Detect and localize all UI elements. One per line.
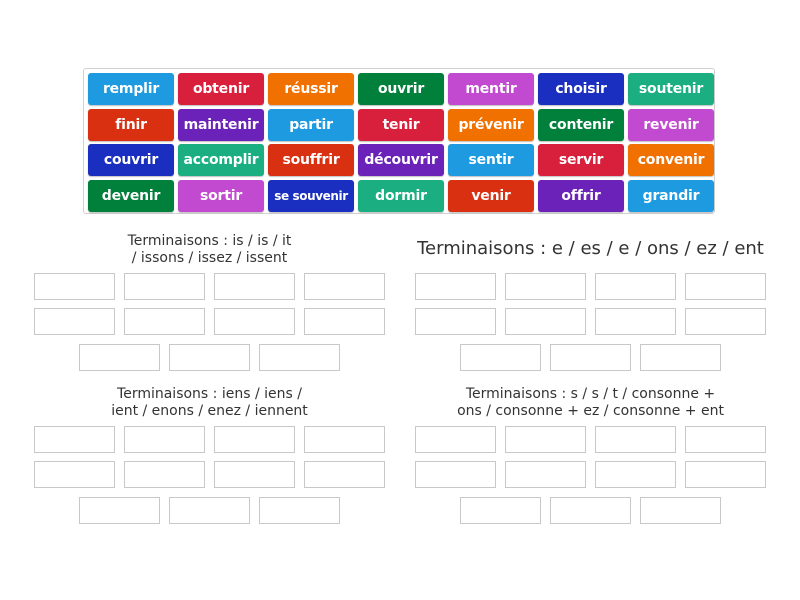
drop-slot[interactable] bbox=[34, 426, 115, 453]
drop-slot[interactable] bbox=[304, 426, 385, 453]
drop-slot[interactable] bbox=[124, 426, 205, 453]
drop-slot[interactable] bbox=[505, 426, 586, 453]
drop-slot[interactable] bbox=[214, 461, 295, 488]
drop-slot[interactable] bbox=[169, 344, 250, 371]
drop-slot[interactable] bbox=[259, 344, 340, 371]
word-tile[interactable]: dormir bbox=[358, 179, 444, 212]
word-tile[interactable]: souffrir bbox=[268, 144, 354, 176]
word-tile[interactable]: grandir bbox=[628, 179, 714, 212]
group-title: Terminaisons : is / is / it bbox=[127, 233, 292, 249]
word-tile[interactable]: partir bbox=[268, 108, 354, 141]
drop-slot[interactable] bbox=[550, 497, 631, 524]
group-title: Terminaisons : s / s / t / consonne + bbox=[465, 386, 716, 402]
drop-slot[interactable] bbox=[595, 273, 676, 300]
drop-slot[interactable] bbox=[550, 344, 631, 371]
drop-slot[interactable] bbox=[124, 273, 205, 300]
group-title: Terminaisons : e / es / e / ons / ez / e… bbox=[417, 238, 764, 259]
drop-slot[interactable] bbox=[124, 308, 205, 335]
drop-slot[interactable] bbox=[34, 273, 115, 300]
drop-slot[interactable] bbox=[34, 461, 115, 488]
drop-slot[interactable] bbox=[79, 344, 160, 371]
word-tile[interactable]: remplir bbox=[88, 73, 174, 105]
drop-slot[interactable] bbox=[685, 426, 766, 453]
word-tile[interactable]: soutenir bbox=[628, 73, 714, 105]
word-tile[interactable]: choisir bbox=[538, 73, 624, 105]
drop-slot[interactable] bbox=[304, 308, 385, 335]
drop-slot[interactable] bbox=[34, 308, 115, 335]
drop-slot[interactable] bbox=[415, 461, 496, 488]
drop-slot[interactable] bbox=[640, 344, 721, 371]
drop-slot[interactable] bbox=[460, 497, 541, 524]
word-tile[interactable]: découvrir bbox=[358, 144, 444, 176]
word-tile[interactable]: réussir bbox=[268, 73, 354, 105]
drop-slot[interactable] bbox=[259, 497, 340, 524]
drop-slot[interactable] bbox=[415, 273, 496, 300]
word-tile[interactable]: maintenir bbox=[178, 108, 264, 141]
word-tile[interactable]: offrir bbox=[538, 179, 624, 212]
word-tile[interactable]: sortir bbox=[178, 179, 264, 212]
word-tile[interactable]: venir bbox=[448, 179, 534, 212]
word-tile[interactable]: revenir bbox=[628, 108, 714, 141]
word-tile[interactable]: finir bbox=[88, 108, 174, 141]
word-tile[interactable]: obtenir bbox=[178, 73, 264, 105]
word-tile[interactable]: tenir bbox=[358, 108, 444, 141]
word-tile[interactable]: accomplir bbox=[178, 144, 264, 176]
word-tile[interactable]: sentir bbox=[448, 144, 534, 176]
drop-slot[interactable] bbox=[415, 308, 496, 335]
drop-slot[interactable] bbox=[595, 461, 676, 488]
drop-slot[interactable] bbox=[460, 344, 541, 371]
word-tile[interactable]: couvrir bbox=[88, 144, 174, 176]
group-title: Terminaisons : iens / iens / bbox=[117, 386, 302, 402]
drop-slot[interactable] bbox=[304, 273, 385, 300]
word-tile[interactable]: ouvrir bbox=[358, 73, 444, 105]
word-tile[interactable]: se souvenir bbox=[268, 179, 354, 212]
drop-slot[interactable] bbox=[640, 497, 721, 524]
drop-slot[interactable] bbox=[304, 461, 385, 488]
word-tile[interactable]: devenir bbox=[88, 179, 174, 212]
drop-slot[interactable] bbox=[214, 308, 295, 335]
drop-slot[interactable] bbox=[214, 273, 295, 300]
drop-slot[interactable] bbox=[505, 308, 586, 335]
drop-slot[interactable] bbox=[169, 497, 250, 524]
drop-slot[interactable] bbox=[214, 426, 295, 453]
drop-slot[interactable] bbox=[415, 426, 496, 453]
drop-slot[interactable] bbox=[595, 426, 676, 453]
drop-slot[interactable] bbox=[124, 461, 205, 488]
drop-slot[interactable] bbox=[685, 308, 766, 335]
word-tile[interactable]: mentir bbox=[448, 73, 534, 105]
drop-slot[interactable] bbox=[505, 461, 586, 488]
drop-slot[interactable] bbox=[79, 497, 160, 524]
drop-slot[interactable] bbox=[595, 308, 676, 335]
word-tile[interactable]: contenir bbox=[538, 108, 624, 141]
group-title: ient / enons / enez / iennent bbox=[111, 403, 308, 419]
drop-slot[interactable] bbox=[685, 273, 766, 300]
group-title: / issons / issez / issent bbox=[131, 250, 288, 266]
word-tile[interactable]: convenir bbox=[628, 144, 714, 176]
word-tile[interactable]: servir bbox=[538, 144, 624, 176]
group-title: ons / consonne + ez / consonne + ent bbox=[457, 403, 724, 419]
drop-slot[interactable] bbox=[505, 273, 586, 300]
word-tile[interactable]: prévenir bbox=[448, 108, 534, 141]
drop-slot[interactable] bbox=[685, 461, 766, 488]
